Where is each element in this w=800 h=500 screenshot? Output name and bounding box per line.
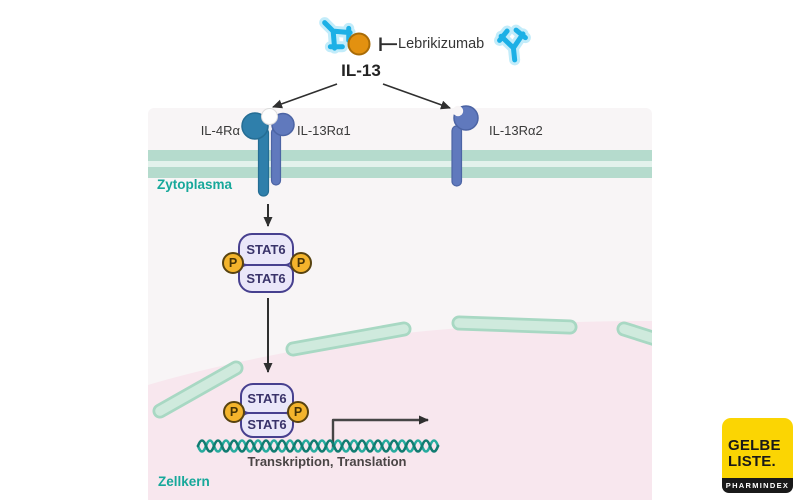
logo-wordmark: GELBE LISTE. <box>722 418 793 478</box>
logo-line2: LISTE. <box>728 453 776 470</box>
stat6-box: STAT6 <box>238 264 294 293</box>
ligand-binding-site <box>261 108 278 125</box>
nuclear-envelope-segments <box>152 315 652 419</box>
stat6-box: STAT6 <box>238 233 294 266</box>
phosphate-badge: P <box>223 401 245 423</box>
logo-line1: GELBE <box>728 437 781 454</box>
stat6-box: STAT6 <box>240 412 294 438</box>
il13-ligand-ball <box>347 32 371 56</box>
phosphate-badge: P <box>287 401 309 423</box>
cytoplasm-label: Zytoplasma <box>157 177 233 192</box>
il13ra2-receptor <box>451 105 479 187</box>
transcription-arrow <box>331 415 429 449</box>
nucleus-label: Zellkern <box>158 474 210 489</box>
il4ra-il13ra1-receptor-complex <box>241 108 295 197</box>
inhibition-tbar-icon <box>379 37 397 51</box>
inhibitor-label: Lebrikizumab <box>398 36 485 52</box>
receptor-label-il4ra: IL-4Rα <box>200 123 240 138</box>
stat6-box: STAT6 <box>240 383 294 414</box>
dna-helix <box>196 439 440 453</box>
cell-membrane <box>148 150 652 178</box>
gelbe-liste-logo: GELBE LISTE. PHARMINDEX <box>722 418 793 493</box>
signal-arrows <box>263 83 451 373</box>
receptor-label-il13ra2: IL-13Rα2 <box>489 123 543 138</box>
phosphate-badge: P <box>290 252 312 274</box>
ligand-label: IL-13 <box>341 61 381 80</box>
antibody-icon <box>499 29 528 61</box>
transcription-translation-label: Transkription, Translation <box>247 454 407 469</box>
receptor-label-il13ra1: IL-13Rα1 <box>297 123 351 138</box>
nucleus-region <box>148 321 652 500</box>
logo-tagline: PHARMINDEX <box>722 478 793 493</box>
phosphate-badge: P <box>222 252 244 274</box>
